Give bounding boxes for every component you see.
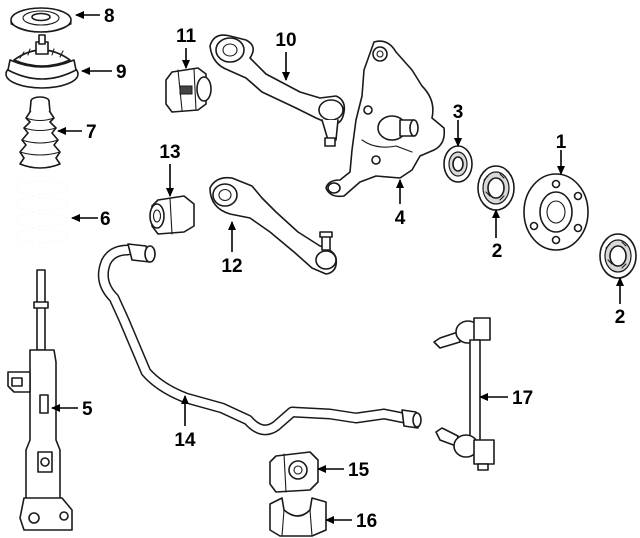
callout-14: 14 xyxy=(174,430,196,451)
part-4-steering-knuckle xyxy=(325,40,446,198)
callout-11: 11 xyxy=(176,26,197,47)
callout-labels: 1 2 2 3 4 5 6 7 8 9 10 11 12 13 14 15 16… xyxy=(82,6,625,532)
callout-7: 7 xyxy=(86,122,97,143)
callout-12: 12 xyxy=(221,256,242,277)
part-15-stabilizer-bushing xyxy=(269,451,319,493)
part-17-stabilizer-link xyxy=(433,317,495,471)
leader-lines xyxy=(51,11,624,524)
callout-8: 8 xyxy=(104,6,115,27)
part-6-coil-spring xyxy=(15,180,69,244)
callout-17: 17 xyxy=(512,388,533,409)
callout-2-outer: 2 xyxy=(615,307,626,328)
part-9-strut-mount xyxy=(5,34,79,89)
callout-13: 13 xyxy=(159,142,180,163)
callout-2-inner: 2 xyxy=(492,241,503,262)
callout-10: 10 xyxy=(275,30,296,51)
part-13-bushing xyxy=(149,195,195,235)
callout-9: 9 xyxy=(116,62,127,83)
callout-3: 3 xyxy=(453,102,464,123)
part-1-wheel-hub xyxy=(523,173,589,251)
part-12-lower-control-arm xyxy=(209,176,338,275)
part-7-dust-boot xyxy=(19,96,61,169)
callout-15: 15 xyxy=(348,460,370,481)
callout-4: 4 xyxy=(395,208,406,229)
part-16-stabilizer-bracket xyxy=(269,497,327,537)
part-2-inner-bearing xyxy=(477,165,515,211)
callout-6: 6 xyxy=(100,209,111,230)
part-11-bushing xyxy=(165,67,212,113)
part-10-upper-control-arm xyxy=(209,34,346,147)
callout-5: 5 xyxy=(82,399,93,420)
part-5-strut-assembly xyxy=(7,269,73,531)
callout-1: 1 xyxy=(556,132,567,153)
part-3-seal xyxy=(443,145,473,183)
part-14-stabilizer-bar xyxy=(97,243,422,436)
callout-16: 16 xyxy=(356,511,377,532)
part-8-strut-mount-washer xyxy=(10,7,72,33)
part-2-outer-bearing xyxy=(599,233,637,279)
